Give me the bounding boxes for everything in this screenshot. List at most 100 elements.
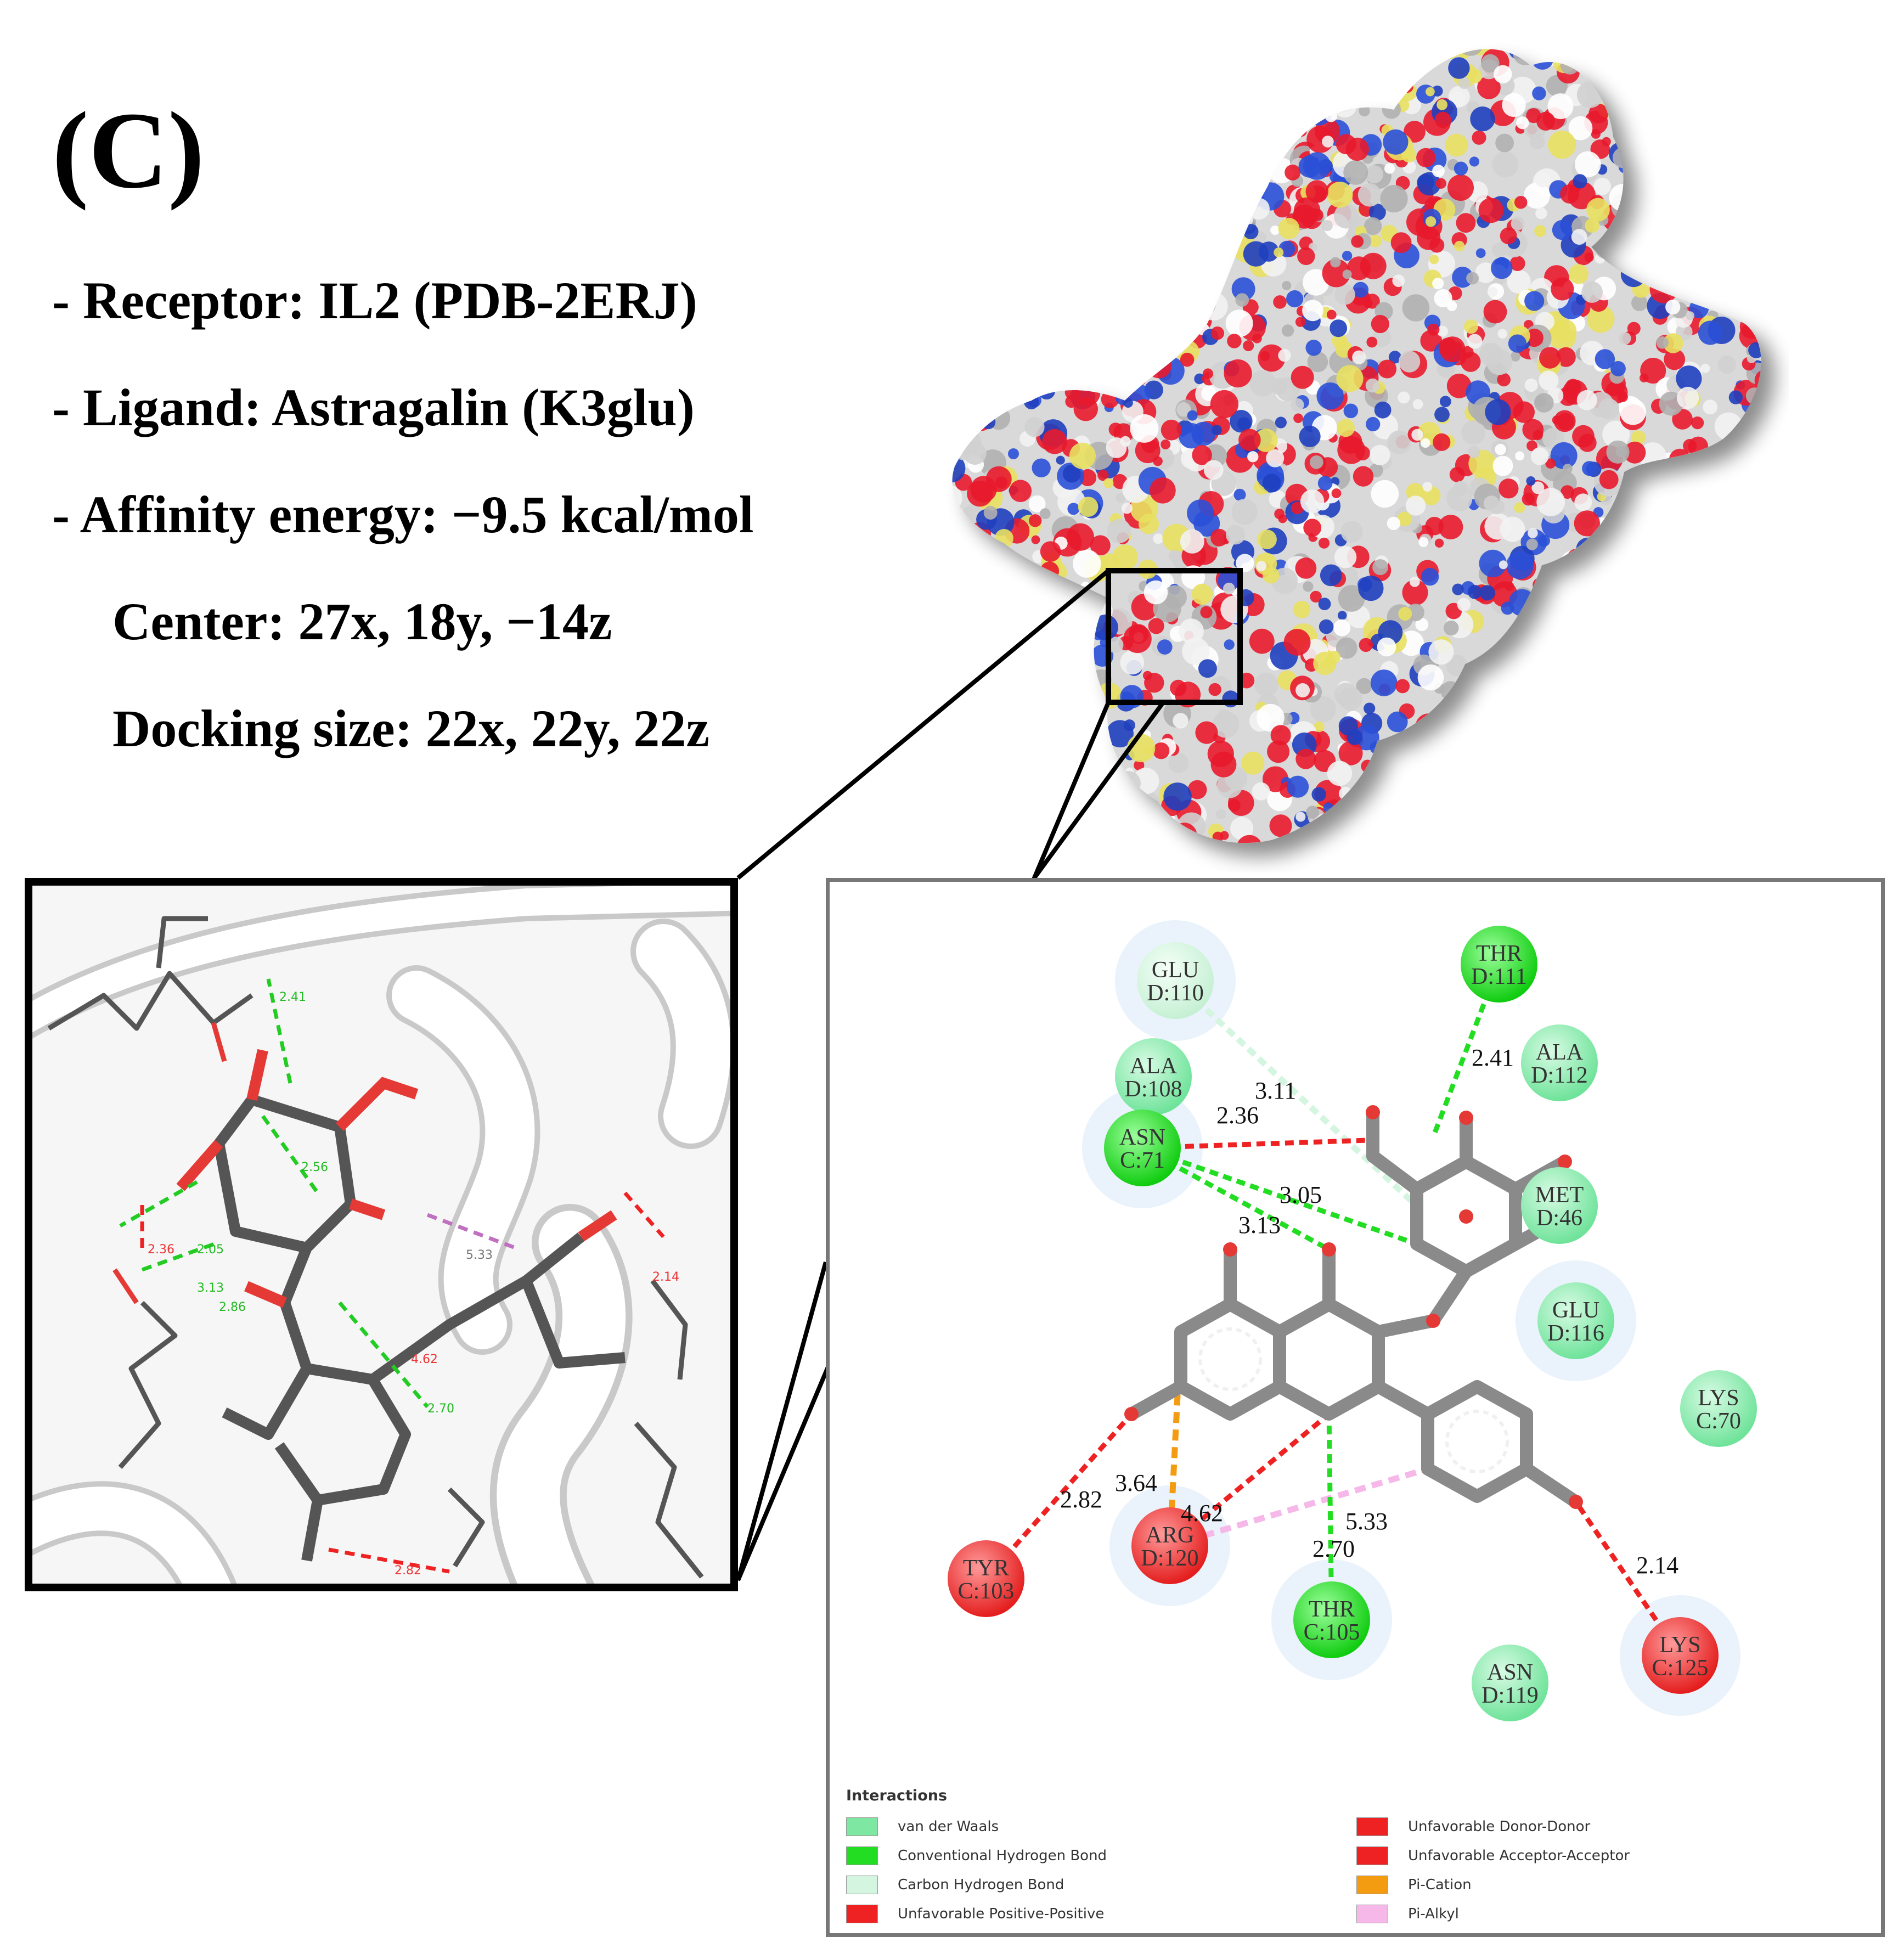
surface-patch <box>1485 399 1511 425</box>
residue-id: C:103 <box>958 1579 1015 1604</box>
pose-label-10: 2.82 <box>395 1564 421 1578</box>
surface-patch <box>1107 637 1124 654</box>
surface-patch <box>1497 373 1511 387</box>
surface-patch <box>1552 219 1573 240</box>
surface-patch <box>1640 373 1649 382</box>
legend-swatch <box>1356 1875 1388 1894</box>
surface-patch <box>1226 525 1246 545</box>
surface-patch <box>1123 398 1133 408</box>
surface-patch <box>1599 470 1619 489</box>
surface-patch <box>1516 116 1529 129</box>
surface-patch <box>1278 218 1300 239</box>
pose-label-8: 2.14 <box>652 1270 679 1284</box>
surface-patch <box>1406 483 1424 501</box>
residue-circle <box>1521 1024 1598 1101</box>
surface-patch <box>1508 334 1527 353</box>
surface-patch <box>1528 528 1538 538</box>
surface-patch <box>1303 519 1322 537</box>
surface-patch <box>1392 274 1405 288</box>
surface-patch <box>1412 399 1423 410</box>
surface-patch <box>1445 133 1468 157</box>
surface-patch <box>1215 809 1226 820</box>
surface-patch <box>1008 448 1019 459</box>
surface-patch <box>1270 226 1280 235</box>
surface-patch <box>1266 449 1285 468</box>
surface-patch <box>1291 398 1304 412</box>
surface-patch <box>1069 442 1096 469</box>
surface-patch <box>1437 325 1448 337</box>
surface-patch <box>1342 269 1352 279</box>
surface-patch <box>1617 391 1628 402</box>
surface-patch <box>1307 351 1328 373</box>
zoom-line-right-bottom <box>736 1261 828 1581</box>
surface-patch <box>1293 600 1311 618</box>
legend-item: van der Waals <box>846 1812 1356 1841</box>
surface-patch <box>1568 116 1593 140</box>
legend-item: Unfavorable Acceptor-Acceptor <box>1356 1841 1867 1870</box>
surface-patch <box>1291 365 1314 389</box>
surface-patch <box>1515 451 1524 461</box>
zoom-line-right <box>1032 701 1165 880</box>
surface-patch <box>1267 740 1290 763</box>
surface-patch <box>1340 521 1363 543</box>
surface-patch <box>1243 340 1254 351</box>
surface-patch <box>1477 76 1501 99</box>
surface-patch <box>1453 481 1468 496</box>
surface-patch <box>1426 87 1435 97</box>
surface-patch <box>1404 121 1426 143</box>
surface-patch <box>1539 370 1559 391</box>
surface-patch <box>1380 185 1408 213</box>
residue-name: ARG <box>1146 1523 1195 1548</box>
surface-patch <box>1238 429 1261 452</box>
distance-label: 2.41 <box>1472 1044 1514 1071</box>
surface-patch <box>1106 437 1127 458</box>
surface-patch <box>1157 639 1173 655</box>
ligand-oxygen <box>1322 1242 1336 1257</box>
surface-patch <box>1510 351 1520 362</box>
surface-patch <box>1369 234 1382 247</box>
surface-patch <box>1568 264 1588 284</box>
surface-patch <box>1565 379 1581 395</box>
surface-patch <box>1218 709 1230 721</box>
surface-patch <box>1123 624 1152 654</box>
pose-label-6: 5.33 <box>466 1248 493 1262</box>
surface-patch <box>1195 721 1218 744</box>
surface-patch <box>1236 554 1254 572</box>
surface-patch <box>1359 638 1373 652</box>
surface-patch <box>1454 241 1465 252</box>
surface-patch <box>1700 363 1710 373</box>
surface-patch <box>1176 402 1191 417</box>
surface-patch <box>1334 204 1359 229</box>
residue-name: THR <box>1476 941 1522 966</box>
surface-patch <box>1411 429 1423 441</box>
distance-label: 3.64 <box>1115 1469 1157 1496</box>
surface-patch <box>1606 440 1630 464</box>
surface-patch <box>1483 300 1507 324</box>
surface-patch <box>1631 430 1646 445</box>
surface-patch <box>1360 252 1387 279</box>
surface-patch <box>1444 620 1459 636</box>
surface-patch <box>1208 683 1221 696</box>
surface-patch <box>1535 172 1551 188</box>
surface-patch <box>1467 334 1483 349</box>
surface-patch <box>1491 257 1513 279</box>
residue-nodes: THRD:111GLUD:110ALAD:108ASNC:71ALAD:112M… <box>948 926 1757 1721</box>
surface-patch <box>1066 523 1094 551</box>
interaction-dashes <box>119 978 665 1574</box>
aromatic-ring-marker <box>1198 1327 1262 1391</box>
residue-name: ASN <box>1119 1125 1165 1150</box>
zoom-box <box>1106 568 1243 705</box>
surface-patch <box>1032 458 1051 477</box>
surface-patch <box>1120 650 1145 675</box>
surface-patch <box>1422 482 1433 492</box>
surface-patch <box>1317 476 1333 491</box>
surface-patch <box>1228 799 1241 812</box>
surface-patch <box>1358 575 1384 601</box>
surface-patch <box>1402 294 1430 322</box>
surface-patch <box>1121 503 1133 514</box>
surface-patch <box>1578 433 1597 452</box>
surface-patch <box>1365 165 1383 184</box>
